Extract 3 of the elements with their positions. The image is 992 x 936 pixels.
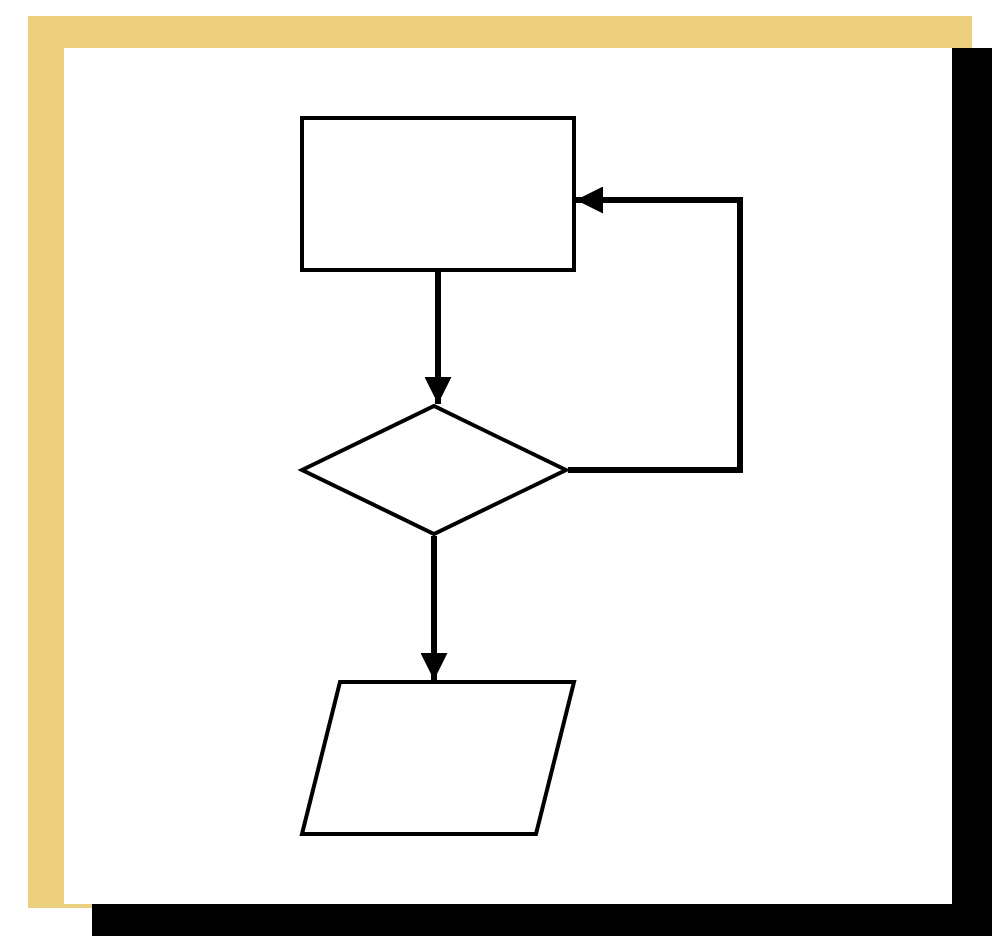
arrow [424,272,452,404]
arrow [420,536,448,680]
arrow [568,186,743,473]
